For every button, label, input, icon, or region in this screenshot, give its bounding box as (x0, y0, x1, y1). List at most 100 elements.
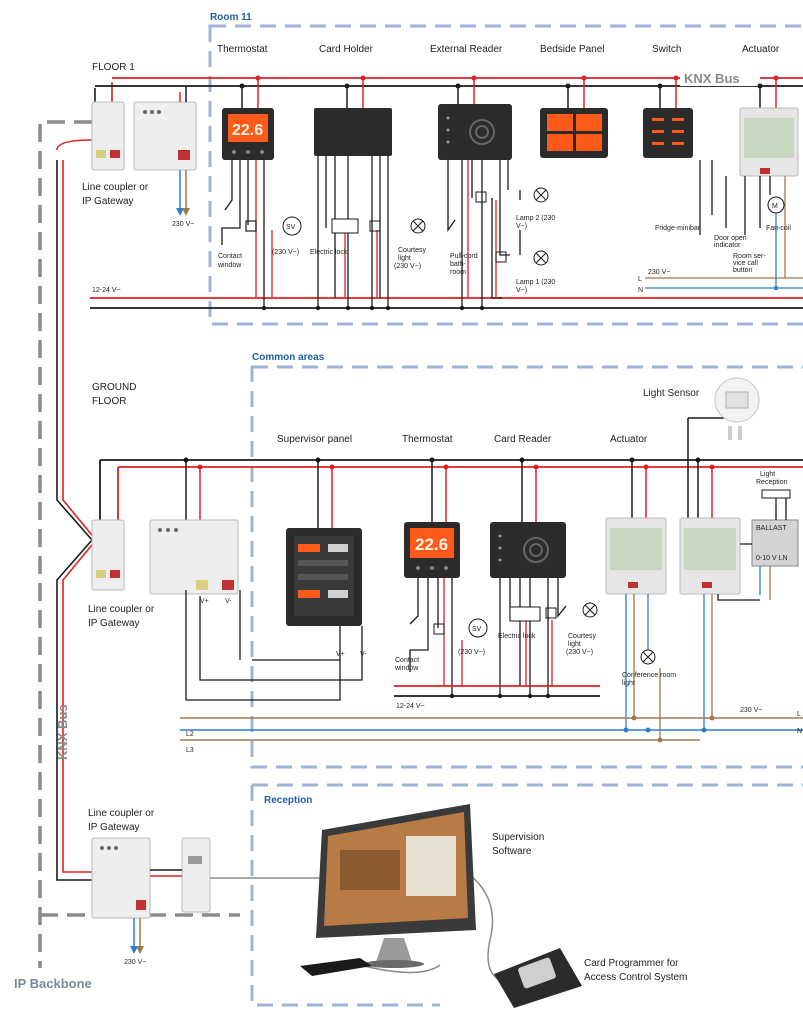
room-fan-motor-m: M (772, 203, 778, 210)
ip-backbone-dashed (38, 120, 240, 968)
ground-sv-label: SV (472, 626, 482, 633)
reception-line-coupler (91, 837, 151, 919)
ground-230v-label: 230 V~ (740, 707, 762, 714)
room-actuator-title: Actuator (742, 44, 780, 55)
room-electric-lock-box (331, 218, 359, 234)
room-pullcord-label-1: Pull-cord (450, 253, 478, 260)
ground-line-coupler (91, 519, 125, 591)
room-courtesy-label-1: Courtesy (398, 247, 427, 254)
ground-sv-valve (468, 618, 488, 638)
ground-panel-vminus: V- (360, 651, 367, 658)
room-service-label-2: vice call (733, 260, 758, 267)
room-contact-label-2: window (217, 262, 242, 269)
room-fan-label: Fan-coil (766, 225, 791, 232)
room-pullcord-label-2: bath- (450, 261, 467, 268)
ground-coupler-label-2: IP Gateway (88, 618, 140, 629)
room-service-label-3: button (733, 267, 753, 274)
room-lamp1-label-2: V~) (516, 287, 527, 294)
ground-mains-lines (180, 717, 803, 741)
room-mains-lines (645, 277, 803, 289)
room-low-voltage-bus (90, 297, 803, 309)
ballast-label: BALLAST (756, 525, 787, 532)
room-actuator-device (739, 107, 799, 177)
room-lamp1-label-1: Lamp 1 (230 (516, 279, 555, 286)
ip-backbone-label: IP Backbone (14, 976, 92, 991)
ground-n-label: N (797, 728, 802, 735)
ground-line-dots (449, 693, 715, 743)
room-courtesy-label-2: light (398, 255, 411, 262)
room-field-wiring (221, 156, 786, 308)
floor1-power-supply (133, 101, 197, 171)
card-programmer-device (494, 948, 582, 1008)
ground-light-sensor-title: Light Sensor (643, 388, 700, 399)
reception-border (250, 783, 803, 1007)
floor1-coupler-label-2: IP Gateway (82, 196, 134, 207)
reception-coupler-label-1: Line coupler or (88, 808, 155, 819)
floor1-arrow-blue (176, 208, 184, 216)
room-service-label-1: Room ser- (733, 253, 766, 260)
light-reception-label-1: Light (760, 471, 775, 478)
reception-arrow-brown (136, 946, 144, 954)
room-pullcord-label-3: room (450, 269, 466, 276)
ground-courtesy-label-1: Courtesy (568, 633, 597, 640)
floor1-line-coupler (91, 101, 125, 171)
floor-1-label: FLOOR 1 (92, 62, 135, 73)
room-lamp2-label-2: V~) (516, 223, 527, 230)
reception-coupler-label-2: IP Gateway (88, 822, 140, 833)
ground-courtesy-label-3: (230 V~) (566, 649, 593, 656)
common-areas-border (250, 365, 803, 769)
room-low-voltage-label: 12-24 V~ (92, 287, 121, 294)
room-switch-device (643, 108, 693, 158)
ground-card-reader-title: Card Reader (494, 434, 552, 445)
knx-bus-top-label: KNX Bus (684, 71, 740, 86)
ground-supervisor-panel (286, 528, 362, 626)
floor1-psu-wires (179, 86, 187, 210)
ground-power-supply (149, 519, 239, 595)
area-borders (208, 24, 803, 1007)
ground-courtesy-relay (545, 607, 557, 619)
room-sv-label: SV (286, 224, 296, 231)
card-programmer-label-1: Card Programmer for (584, 958, 679, 969)
conference-label-1: Conference room (622, 672, 676, 679)
room-lamp2-x (535, 189, 547, 201)
ground-bus-dots (183, 457, 715, 470)
room-11-border (208, 24, 803, 326)
room-card-holder-title: Card Holder (319, 44, 374, 55)
reception-area-title: Reception (264, 795, 312, 806)
knx-bus-label-bg (680, 70, 760, 86)
room-area-title: Room 11 (210, 12, 252, 23)
common-area-title: Common areas (252, 352, 325, 363)
knx-bus-side-label: KNX Bus (55, 704, 70, 760)
ground-actuator-2 (679, 517, 741, 595)
ground-psu-vplus: V+ (200, 598, 209, 605)
room-lamp1-x (535, 252, 547, 264)
room-courtesy-relay (369, 220, 381, 232)
room-contact-label-1: Contact (218, 253, 242, 260)
ground-low-voltage-bus (394, 685, 600, 697)
floor1-psu-230v: 230 V~ (172, 221, 194, 228)
ground-thermostat-device: 22.6 (404, 522, 460, 578)
room-l-230v: 230 V~ (648, 269, 670, 276)
room-lamp1-relay (495, 251, 507, 263)
floor1-coupler-label-1: Line coupler or (82, 182, 149, 193)
room-sv-voltage: (230 V~) (272, 249, 299, 256)
ground-l2-label: L2 (186, 731, 194, 738)
supervision-software-label-1: Supervision (492, 832, 544, 843)
supervision-monitor (300, 804, 476, 976)
ground-courtesy-lamp-x (584, 604, 596, 616)
ground-supervisor-title: Supervisor panel (277, 434, 352, 445)
room-thermostat-relay (245, 220, 257, 232)
room-door-label-2: indicator (714, 242, 741, 249)
room-lamp2-label-1: Lamp 2 (230 (516, 215, 555, 222)
room-bus-dots (239, 75, 779, 89)
ground-coupler-label-1: Line coupler or (88, 604, 155, 615)
room-courtesy-label-3: (230 V~) (394, 263, 421, 270)
room-card-holder-device (314, 108, 392, 156)
room-thermostat-title: Thermostat (217, 44, 268, 55)
ground-electric-lock-label: Electric lock (498, 633, 536, 640)
room-switch-title: Switch (652, 44, 681, 55)
room-lamp2-relay (475, 191, 487, 203)
floor1-arrow-brown (182, 208, 190, 216)
ground-card-reader-device (490, 522, 566, 578)
